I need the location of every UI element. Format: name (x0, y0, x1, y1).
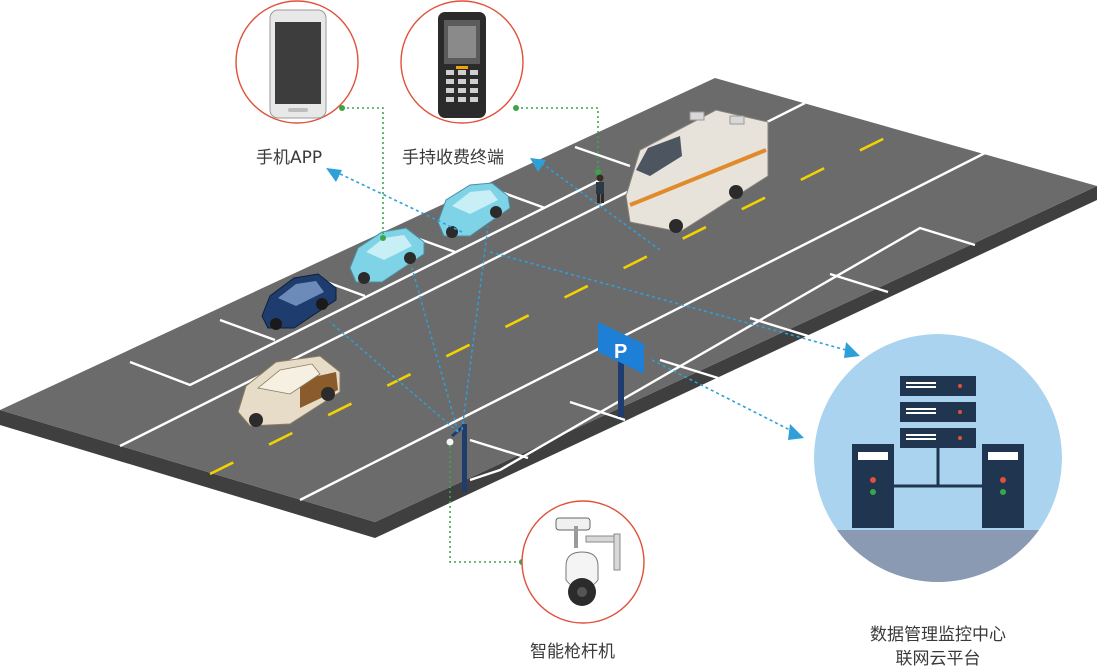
car-beige-wagon (237, 355, 341, 427)
server-icon (852, 376, 1024, 528)
parking-attendant (596, 174, 604, 203)
parking-sign-icon (598, 322, 644, 417)
green-connectors (342, 107, 599, 563)
car-light-blue-2 (349, 227, 425, 284)
camera-scan-lines (329, 225, 489, 433)
handheld-terminal-label: 手持收费终端 (402, 148, 504, 168)
platform-label-line1: 数据管理监控中心 (870, 625, 1006, 645)
parking-sign-letter: P (614, 341, 627, 363)
rv-camper (625, 109, 769, 233)
smart-camera-label: 智能枪杆机 (530, 642, 615, 662)
ptz-camera-icon (555, 517, 621, 606)
arrowheads (326, 158, 860, 440)
platform-label-line2: 联网云平台 (895, 649, 981, 669)
smartphone-icon (269, 9, 327, 119)
car-light-blue-1 (437, 182, 511, 238)
handheld-terminal-icon (438, 12, 486, 118)
car-dark-blue (261, 273, 337, 330)
data-flow-lines (335, 161, 847, 431)
cloud-platform-circle (814, 334, 1062, 582)
mobile-app-label: 手机APP (256, 148, 323, 168)
